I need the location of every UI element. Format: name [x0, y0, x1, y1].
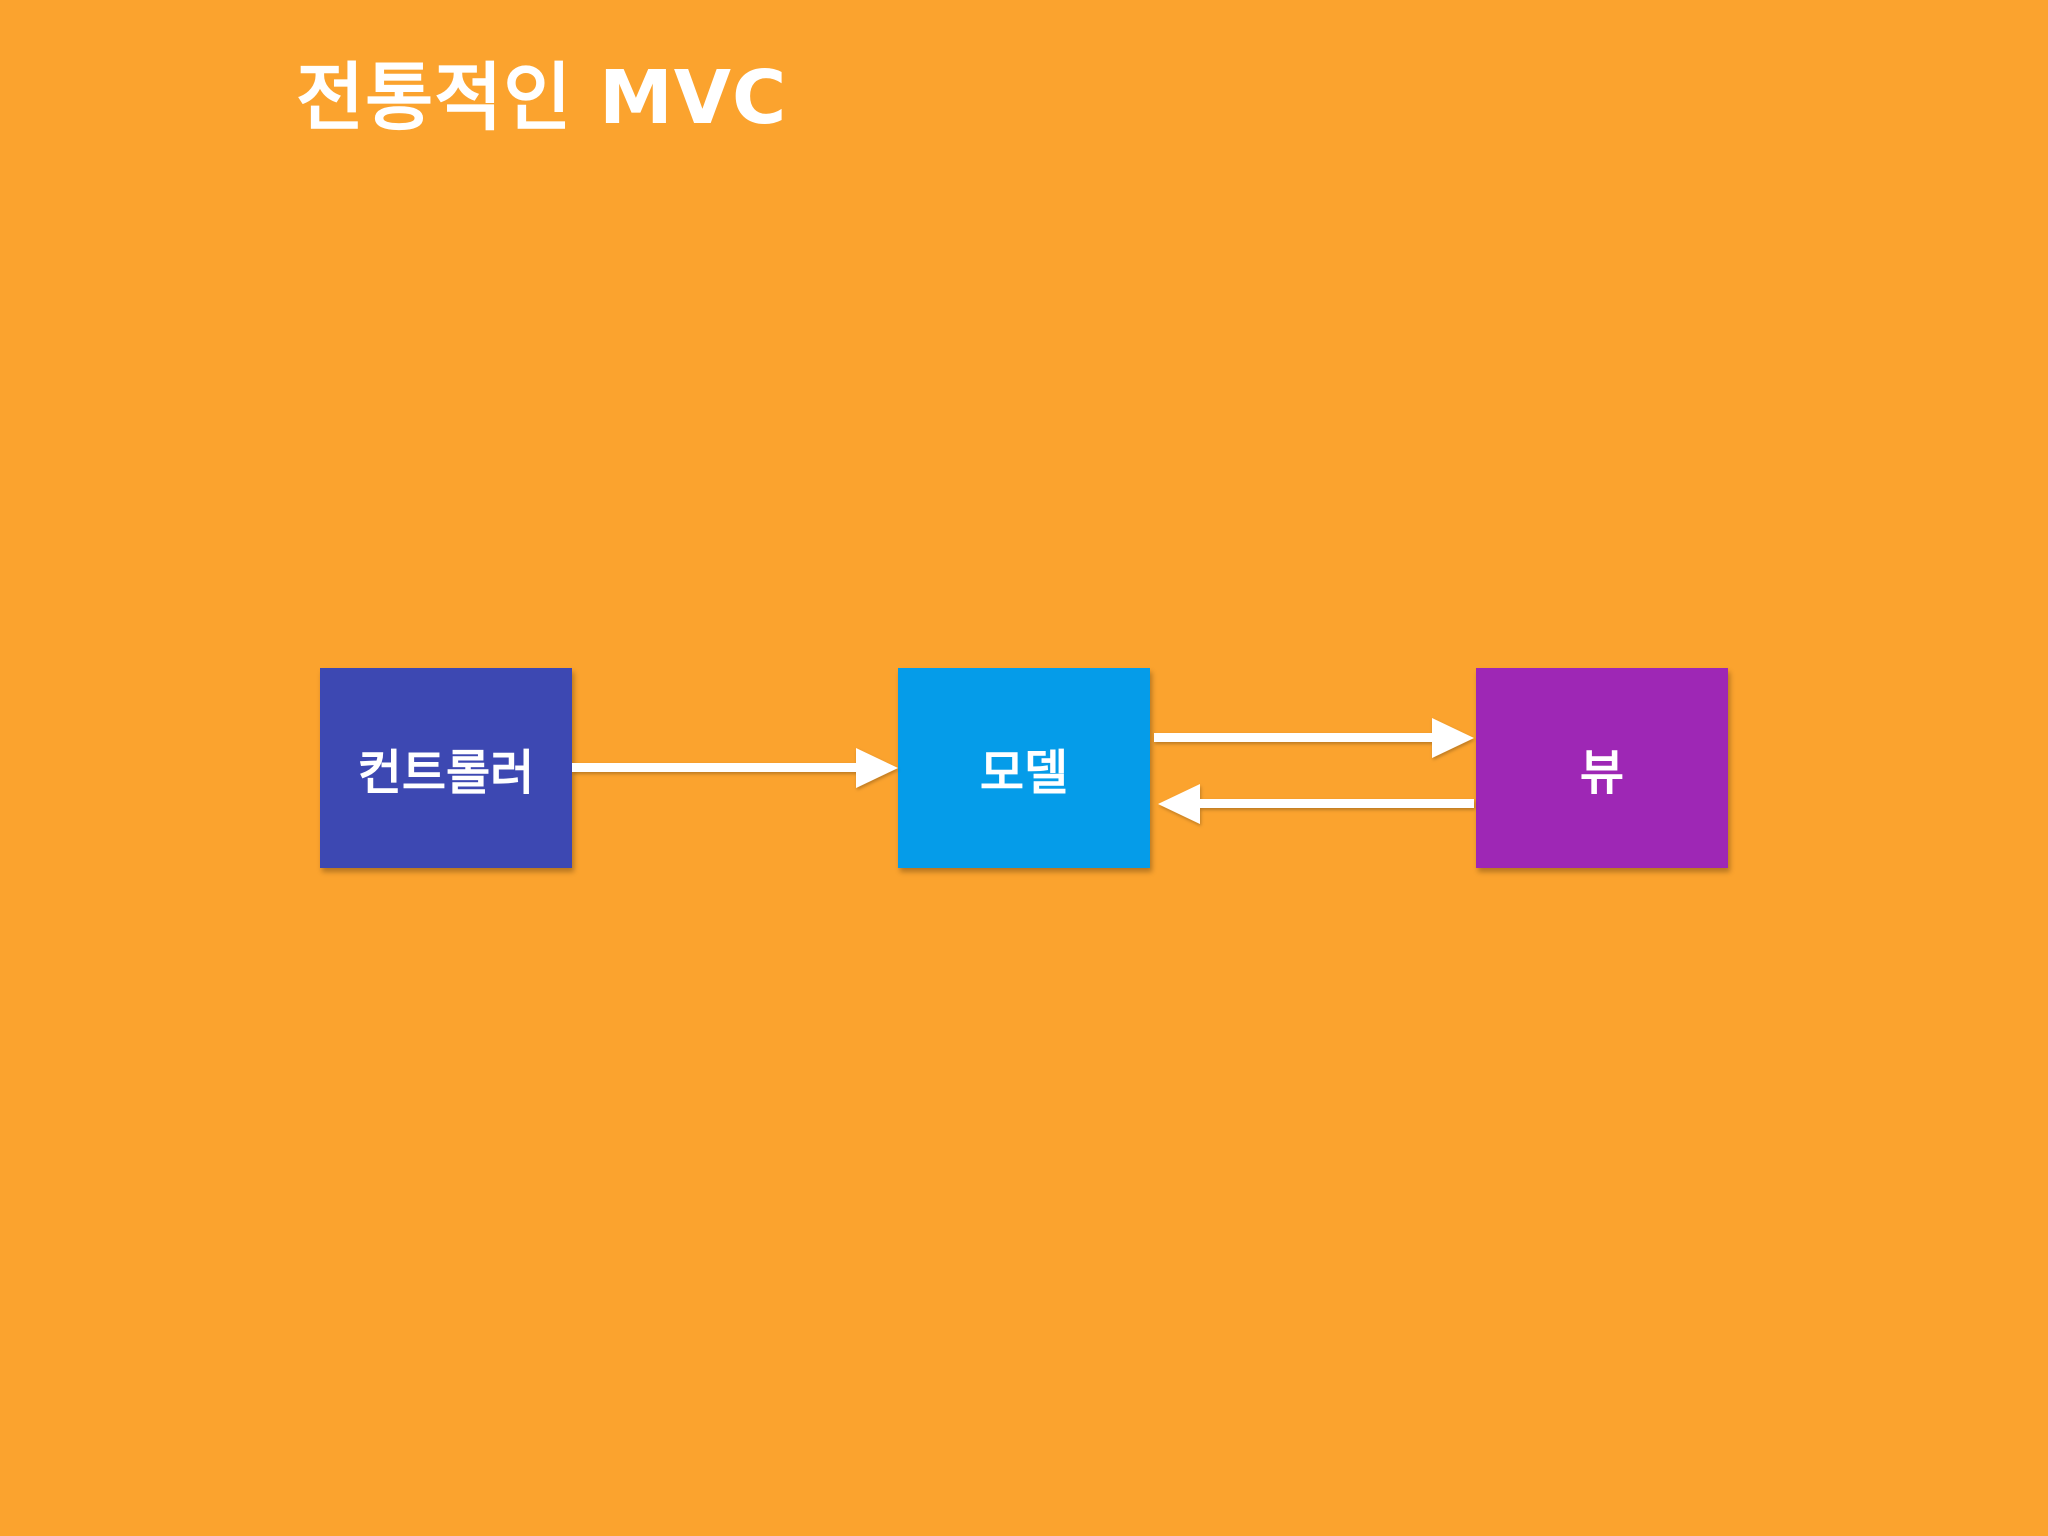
controller-label: 컨트롤러 [357, 745, 535, 801]
controller-box: 컨트롤러 [320, 668, 572, 868]
arrow-head [1432, 718, 1474, 758]
arrow-head [1158, 784, 1200, 824]
view-box: 뷰 [1476, 668, 1728, 868]
slide-title: 전통적인 MVC [296, 55, 788, 141]
arrow-shaft [1154, 733, 1436, 742]
arrow-model-to-view [1154, 718, 1474, 758]
arrow-shaft [1196, 799, 1474, 808]
arrow-shaft [572, 763, 858, 772]
model-box: 모델 [898, 668, 1150, 868]
view-label: 뷰 [1579, 745, 1625, 801]
model-label: 모델 [979, 745, 1069, 801]
arrow-view-to-model [1158, 784, 1474, 824]
arrow-head [856, 748, 898, 788]
arrow-controller-to-model [572, 748, 898, 788]
